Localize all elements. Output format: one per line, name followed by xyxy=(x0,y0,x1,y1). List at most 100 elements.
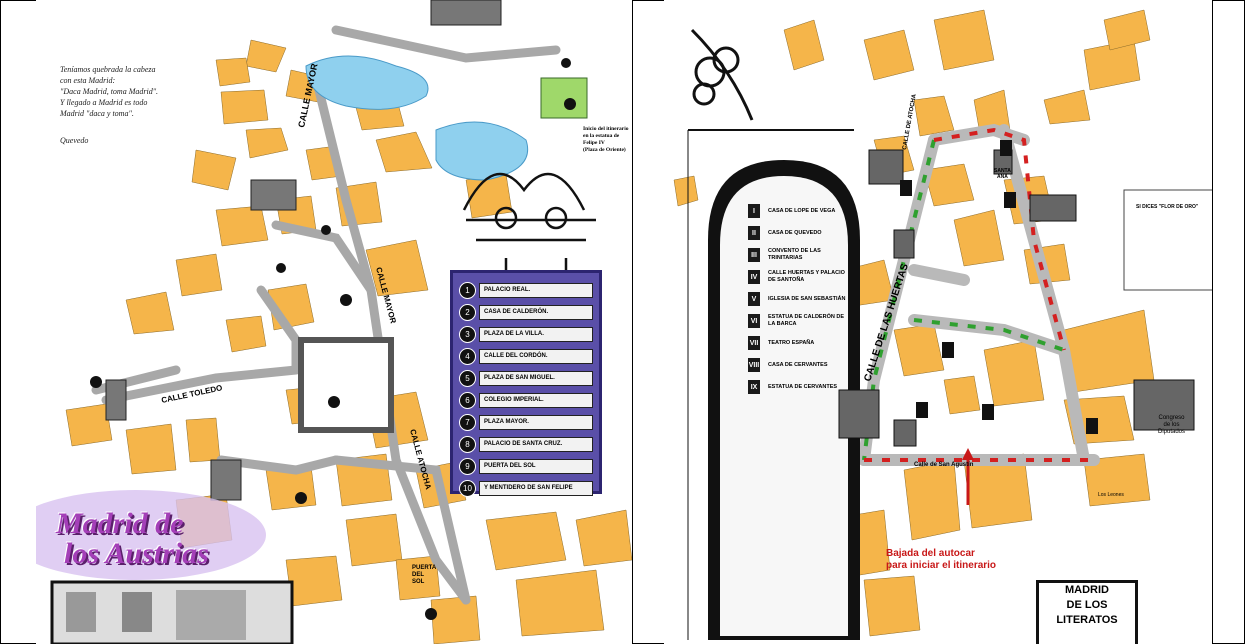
city-blocks xyxy=(673,9,1155,637)
plaque-icon: VII xyxy=(748,336,760,350)
plaque-icon: I xyxy=(748,204,760,218)
plaza-mayor xyxy=(298,337,394,433)
map-madrid-literatos: CALLE DE LAS HUERTAS CALLE DE ATOCHA Cal… xyxy=(664,0,1212,644)
palace-building-sketch xyxy=(105,0,502,501)
right-legend-item: IX ESTATUA DE CERVANTES xyxy=(728,376,848,398)
legend-number-icon: 2 xyxy=(459,303,476,321)
photo-2 xyxy=(122,592,152,632)
info-box xyxy=(1123,189,1212,291)
legend-label: PLAZA MAYOR. xyxy=(479,414,593,430)
legend-label: PLAZA DE SAN MIGUEL. xyxy=(479,370,593,386)
legend-label: PLAZA DE LA VILLA. xyxy=(479,326,593,342)
right-legend-item: V IGLESIA DE SAN SEBASTIÁN xyxy=(728,288,848,310)
right-legend-item: VIII CASA DE CERVANTES xyxy=(728,354,848,376)
quote-author: Quevedo xyxy=(60,136,89,145)
legend-label: PALACIO REAL. xyxy=(479,282,593,298)
map-madrid-austrias: CALLE MAYOR CALLE TOLEDO CALLE ATOCHA CA… xyxy=(36,0,632,644)
legend-number-icon: 4 xyxy=(459,347,476,365)
legend-number-icon: 8 xyxy=(459,435,476,453)
congreso-label: Congreso de los Diputados xyxy=(1158,415,1186,435)
legend-number-icon: 6 xyxy=(459,391,476,409)
plaque-markers xyxy=(900,140,1098,434)
legend-label: CALLE HUERTAS Y PALACIO DE SANTOÑA xyxy=(768,270,845,283)
legend-label: TEATRO ESPAÑA xyxy=(768,339,815,346)
legend-label: IGLESIA DE SAN SEBASTIÁN xyxy=(768,295,846,302)
legend-label: Y MENTIDERO DE SAN FELIPE xyxy=(479,480,593,496)
plaque-icon: IX xyxy=(748,380,760,394)
photo-3 xyxy=(176,590,246,640)
street-atocha: CALLE DE ATOCHA xyxy=(902,93,918,150)
leones-label: Los Leones xyxy=(1098,492,1124,498)
street-san-agustin: Calle de San Agustín xyxy=(914,462,974,468)
legend-label: COLEGIO IMPERIAL. xyxy=(479,392,593,408)
puerta-del-sol-label: PUERTA DEL SOL xyxy=(412,565,437,585)
title-backdrop xyxy=(36,490,266,580)
bajada-arrowhead xyxy=(962,448,974,460)
garden-pond xyxy=(305,55,429,110)
quevedo-quote: Teníamos quebrada la cabeza con esta Mad… xyxy=(60,65,159,118)
legend-label: CASA DE LOPE DE VEGA xyxy=(768,207,836,214)
plaque-icon: IV xyxy=(748,270,760,284)
garden-pond-2 xyxy=(435,121,528,181)
right-legend-item: IV CALLE HUERTAS Y PALACIO DE SANTOÑA xyxy=(728,266,848,288)
right-legend-item: VI ESTATUA DE CALDERÓN DE LA BARCA xyxy=(728,310,848,332)
building-sketches xyxy=(838,149,1195,447)
location-markers xyxy=(90,58,576,620)
legend-label: CONVENTO DE LAS TRINITARIAS xyxy=(768,248,821,261)
map-title-line-2: los Austrias xyxy=(64,537,209,570)
legend-number-icon: 10 xyxy=(459,479,476,497)
divider-right xyxy=(1212,0,1213,644)
legend-label: CASA DE QUEVEDO xyxy=(768,229,822,236)
legend-number-icon: 9 xyxy=(459,457,476,475)
right-legend-item: VII TEATRO ESPAÑA xyxy=(728,332,848,354)
right-legend-item: III CONVENTO DE LAS TRINITARIAS xyxy=(728,244,848,266)
sign-line-1: MADRID xyxy=(1065,584,1109,596)
legend-number-icon: 3 xyxy=(459,325,476,343)
legend-label: CASA DE CERVANTES xyxy=(768,361,828,368)
plaque-icon: V xyxy=(748,292,760,306)
madrid-literatos-sign: MADRID DE LOS LITERATOS xyxy=(1036,580,1138,644)
legend-label: ESTATUA DE CERVANTES xyxy=(768,383,838,390)
right-legend-item: II CASA DE QUEVEDO xyxy=(728,222,848,244)
legend-label: CALLE DEL CORDÓN. xyxy=(479,348,593,364)
legend-number-icon: 5 xyxy=(459,369,476,387)
right-map-canvas: CALLE DE LAS HUERTAS CALLE DE ATOCHA Cal… xyxy=(673,9,1212,640)
plaque-icon: VIII xyxy=(748,358,760,372)
scroll-ornament xyxy=(690,28,754,121)
legend-number-icon: 1 xyxy=(459,281,476,299)
legend-number-icon: 7 xyxy=(459,413,476,431)
itinerary-start-note: Inicio del itinerario en la estatua de F… xyxy=(583,126,629,153)
map-title-line-1: Madrid de xyxy=(56,507,184,540)
sign-line-2: DE LOS xyxy=(1066,599,1108,611)
sign-line-3: LITERATOS xyxy=(1056,614,1118,626)
legend-label: CASA DE CALDERÓN. xyxy=(479,304,593,320)
photo-1 xyxy=(66,592,96,632)
palacio-real-garden xyxy=(540,77,588,119)
left-map-canvas: CALLE MAYOR CALLE TOLEDO CALLE ATOCHA CA… xyxy=(36,0,632,644)
legend-label: PALACIO DE SANTA CRUZ. xyxy=(479,436,593,452)
right-legend-item: I CASA DE LOPE DE VEGA xyxy=(728,200,848,222)
plaque-icon: III xyxy=(748,248,760,262)
divider-center xyxy=(632,0,633,644)
legend-frame-inner xyxy=(720,176,848,636)
legend-label: PUERTA DEL SOL xyxy=(479,458,593,474)
legend-label: ESTATUA DE CALDERÓN DE LA BARCA xyxy=(768,314,844,327)
santa-ana-label: SANTA ANA xyxy=(994,168,1011,180)
bajada-caption: Bajada del autocar para iniciar el itine… xyxy=(886,548,997,571)
plaque-icon: II xyxy=(748,226,760,240)
info-box-title: SI DICES "FLOR DE ORO" xyxy=(1136,204,1199,210)
plaque-icon: VI xyxy=(748,314,760,328)
